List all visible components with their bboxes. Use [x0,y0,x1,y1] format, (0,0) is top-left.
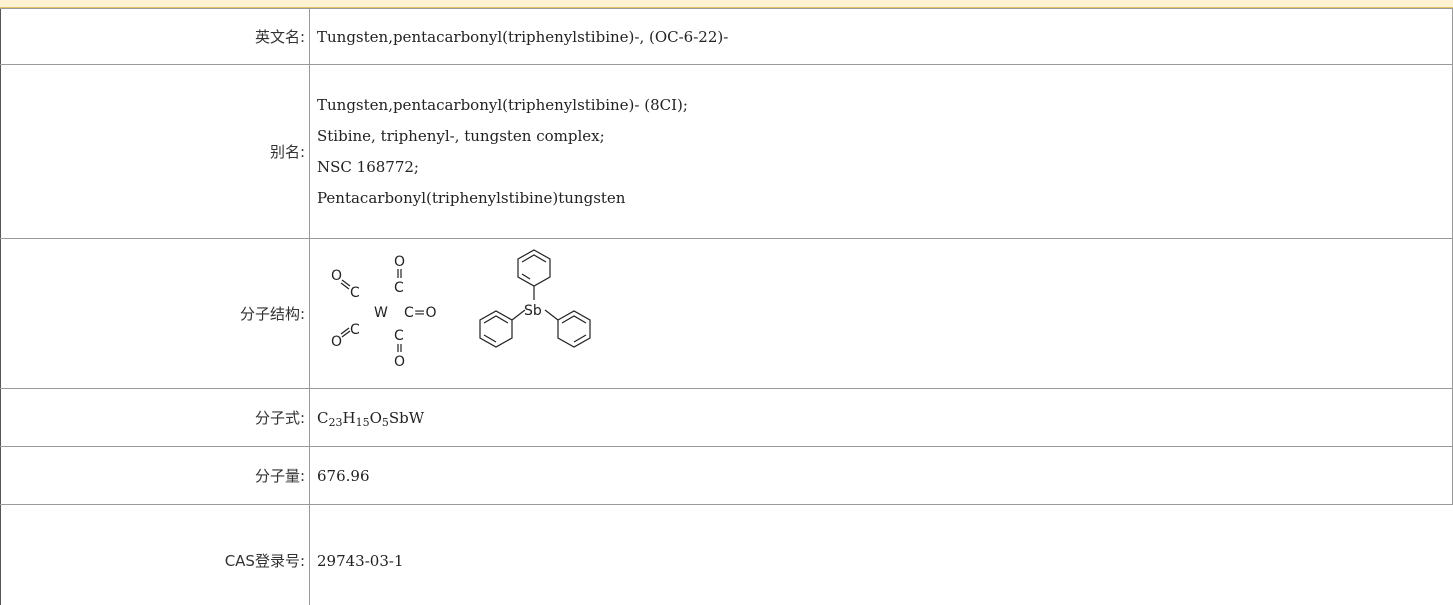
property-table: 英文名: Tungsten,pentacarbonyl(triphenylsti… [0,8,1453,605]
atom-c: C [394,328,404,344]
atom-o: O [394,354,405,370]
atom-c: C [350,285,360,301]
cas-label: CAS登录号: [0,504,310,605]
formula-element: C [317,408,329,427]
row-english-name: 英文名: Tungsten,pentacarbonyl(triphenylsti… [0,8,1453,65]
structure-value: O C O C W C=O C O C O Sb [309,238,1453,389]
atom-c: C [394,280,404,296]
alias-item: Tungsten,pentacarbonyl(triphenylstibine)… [317,95,688,114]
row-cas: CAS登录号: 29743-03-1 [0,504,1453,605]
row-molecular-weight: 分子量: 676.96 [0,446,1453,505]
formula-count: 23 [328,415,343,429]
formula-label: 分子式: [0,388,310,447]
row-aliases: 别名: Tungsten,pentacarbonyl(triphenylstib… [0,64,1453,239]
atom-sb: Sb [524,303,542,319]
atom-co-right: C=O [404,305,437,321]
formula-element: SbW [388,408,425,427]
section-header-band [0,0,1453,8]
atom-w: W [374,305,388,321]
aliases-value: Tungsten,pentacarbonyl(triphenylstibine)… [309,64,1453,239]
formula-element: O [369,408,382,427]
alias-item: Pentacarbonyl(triphenylstibine)tungsten [317,188,626,207]
atom-o: O [394,254,405,270]
atom-c: C [350,322,360,338]
formula-count: 15 [355,415,370,429]
atom-o: O [331,334,342,350]
row-structure: 分子结构: O C O C W C=O C O C O [0,238,1453,389]
aliases-label: 别名: [0,64,310,239]
atom-o: O [331,268,342,284]
molecular-weight-value: 676.96 [309,446,1453,505]
molecular-weight-label: 分子量: [0,446,310,505]
english-name-value: Tungsten,pentacarbonyl(triphenylstibine)… [309,8,1453,65]
alias-item: NSC 168772; [317,157,419,176]
alias-item: Stibine, triphenyl-, tungsten complex; [317,126,605,145]
formula-value: C23H15O5SbW [309,388,1453,447]
formula-count: 5 [381,415,389,429]
english-name-label: 英文名: [0,8,310,65]
formula-element: H [342,408,356,427]
row-formula: 分子式: C23H15O5SbW [0,388,1453,447]
cas-value: 29743-03-1 [309,504,1453,605]
molecular-structure-image: O C O C W C=O C O C O Sb [331,248,591,370]
structure-label: 分子结构: [0,238,310,389]
